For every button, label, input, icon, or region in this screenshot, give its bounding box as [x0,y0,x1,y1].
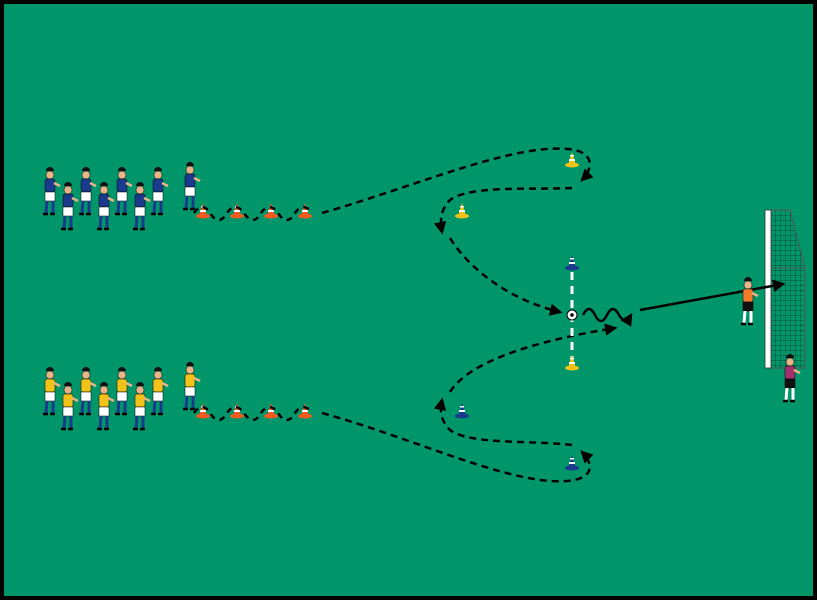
goalkeeper-orange [741,277,759,326]
yellow-cone-icon [565,152,579,168]
orange-cone-icon [298,203,312,219]
shot-line [639,279,786,312]
blue-cone-icon [565,455,579,471]
blue-player-queue [43,167,61,216]
run-path-top-out [321,147,594,215]
blue-player-queue [79,167,97,216]
pitch-field [4,4,813,596]
run-paths [321,147,618,483]
yellow-player-queue [151,367,169,416]
yellow-player-queue [79,367,97,416]
yellow-player-active [183,362,201,411]
yellow-cone-icon [565,355,579,371]
blue-player-active [183,162,201,211]
blue-cone-icon [455,403,469,419]
blue-cone-icon [565,255,579,271]
run-path-bottom-in [448,323,618,393]
run-path-top-back [433,186,573,235]
slalom-path [192,405,313,422]
yellow-cone-icon [455,203,469,219]
dribble-wave [581,307,633,327]
slalom-path [192,205,313,222]
run-path-top-in [448,237,563,316]
ball [566,309,578,321]
blue-player-queue [151,167,169,216]
goal-post [764,209,772,369]
goal [764,209,806,369]
yellow-player-queue [133,382,151,431]
yellow-player-queue [115,367,133,416]
yellow-player-queue [97,382,115,431]
blue-player-queue [61,182,79,231]
blue-player-queue [97,182,115,231]
blue-player-queue [115,167,133,216]
blue-player-queue [133,182,151,231]
yellow-player-queue [61,382,79,431]
goalkeeper-purple [783,354,801,403]
run-path-bottom-back [433,397,573,447]
yellow-player-queue [43,367,61,416]
